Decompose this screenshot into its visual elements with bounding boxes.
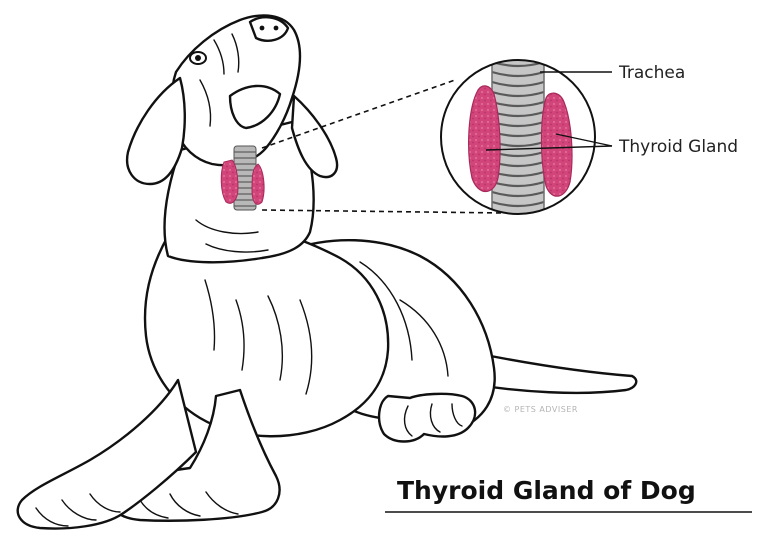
label-thyroid-gland: Thyroid Gland <box>618 137 738 157</box>
dog-hind-paw <box>379 394 475 442</box>
diagram-title: Thyroid Gland of Dog <box>397 476 696 505</box>
inset-thyroid-lobe-left <box>469 86 500 192</box>
watermark: © PETS ADVISER <box>503 405 578 414</box>
throat-thyroid-lobe-left <box>221 160 238 203</box>
label-trachea: Trachea <box>618 63 685 83</box>
dog-eye-pupil <box>195 55 201 61</box>
dog-nostril-right <box>274 26 279 31</box>
zoom-inset <box>441 50 595 230</box>
dog-nostril-left <box>260 26 265 31</box>
